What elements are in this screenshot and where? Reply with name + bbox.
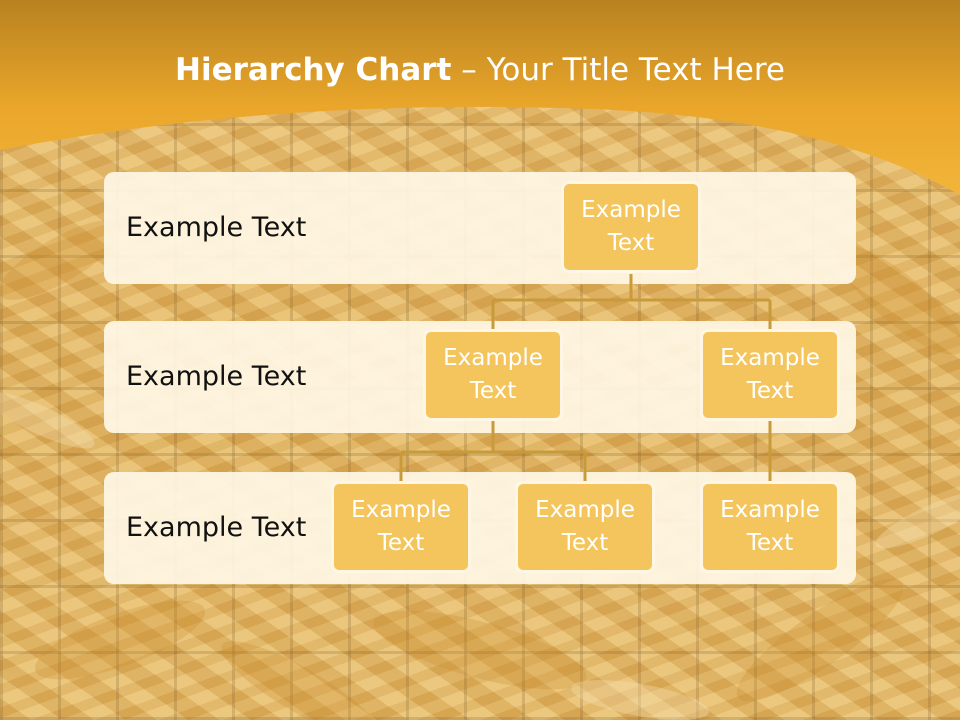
title-rest: – Your Title Text Here bbox=[451, 52, 785, 88]
connector-left bbox=[399, 421, 587, 481]
level-label-3: Example Text bbox=[126, 512, 307, 543]
node-level3-c: Example Text bbox=[700, 481, 840, 573]
connector-root bbox=[491, 274, 772, 329]
node-level2-right: Example Text bbox=[700, 329, 840, 421]
level-label-2: Example Text bbox=[126, 361, 307, 392]
slide-title: Hierarchy Chart – Your Title Text Here bbox=[0, 52, 960, 88]
node-level3-b: Example Text bbox=[515, 481, 655, 573]
title-bold: Hierarchy Chart bbox=[175, 52, 452, 88]
node-level2-left: Example Text bbox=[423, 329, 563, 421]
level-label-1: Example Text bbox=[126, 212, 307, 243]
node-root: Example Text bbox=[561, 181, 701, 273]
node-level3-a: Example Text bbox=[331, 481, 471, 573]
header-band bbox=[0, 0, 960, 195]
level-band-1: Example Text bbox=[104, 172, 856, 284]
